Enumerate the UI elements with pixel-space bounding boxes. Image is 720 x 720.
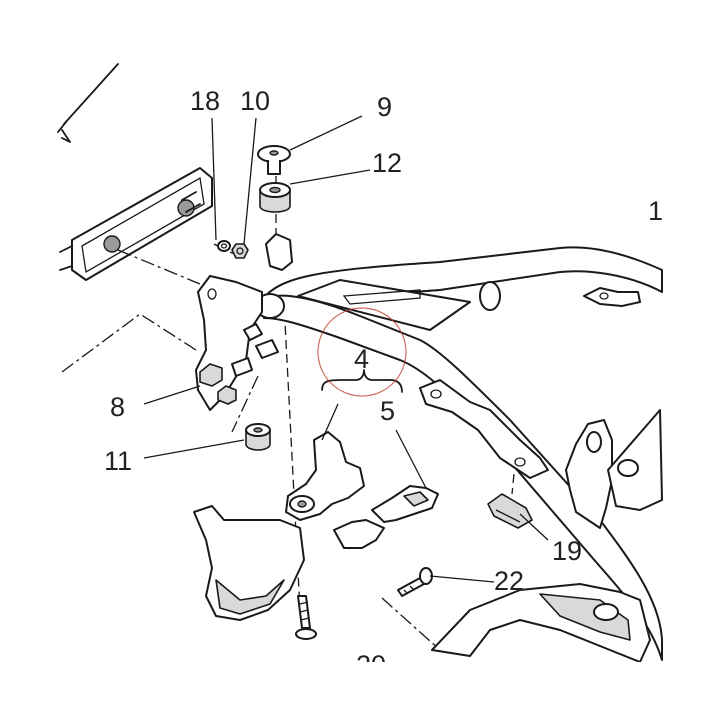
alignment-line-plate: [117, 249, 201, 285]
callout-22: 22: [494, 566, 524, 596]
alignment-line-bracket: [231, 375, 259, 433]
callout-5: 5: [380, 396, 395, 426]
leader-lines: [143, 115, 549, 583]
fender-mount: [565, 409, 663, 529]
bushing-part-11: [245, 423, 271, 451]
screw-part-22: [381, 567, 441, 651]
clip-part-19: [487, 473, 533, 529]
callout-18: 18: [190, 86, 220, 116]
callout-4: 4: [354, 344, 369, 374]
bracket-part-8: [195, 233, 293, 411]
highlight-circle: [317, 307, 407, 397]
callout-11: 11: [104, 446, 132, 476]
nut-part-10: [231, 243, 249, 259]
frame-bracket-right: [419, 379, 549, 479]
tail-section: [431, 583, 651, 663]
callout-19: 19: [552, 536, 582, 566]
callout-10: 10: [240, 86, 270, 116]
cover-part-4: [193, 431, 365, 621]
grommet-part-12: [259, 182, 291, 213]
break-line-arrow: [57, 63, 119, 143]
alignment-line-left: [61, 313, 197, 373]
frame-tab-upper: [583, 287, 641, 307]
cover-part-5: [333, 485, 439, 549]
callout-1: 1: [648, 196, 663, 226]
washer-part-18: [217, 240, 231, 252]
rear-frame: [255, 246, 663, 661]
callout-9: 9: [377, 92, 392, 122]
callout-12: 12: [372, 148, 402, 178]
callout-8: 8: [110, 392, 125, 422]
bottom-crop: [0, 662, 720, 720]
screw-part-20: [295, 595, 317, 640]
mounting-plate: [59, 167, 213, 281]
bolt-part-9: [257, 145, 291, 175]
